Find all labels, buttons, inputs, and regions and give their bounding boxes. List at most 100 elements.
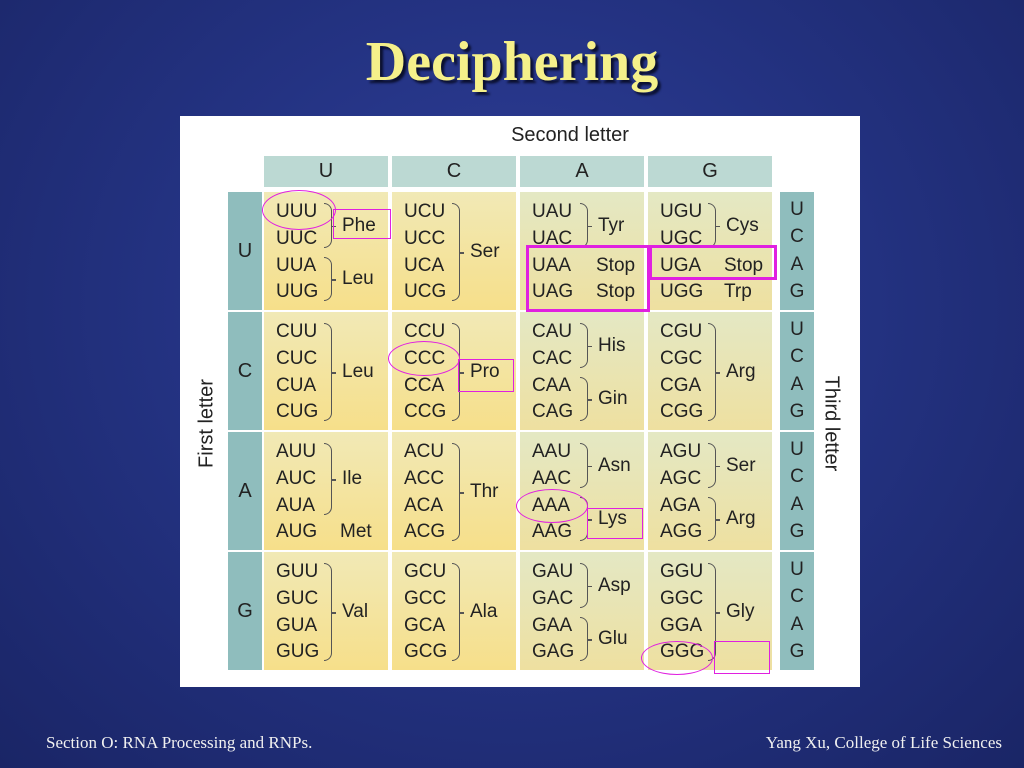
amino-acid-label: Ser [726,454,756,476]
codon-group-brace [708,497,720,541]
codon: AUC [276,468,317,489]
codon: UUA [276,255,317,276]
codon-group-brace [580,563,592,608]
codon-group-brace [452,443,464,541]
second-letter-header: G [648,156,772,187]
third-letter: A [790,613,804,635]
third-letter: U [790,438,804,460]
codon: UAG [532,281,574,302]
codon: UGC [660,228,703,249]
first-letter-label: First letter [195,379,218,468]
amino-acid-label: Val [342,601,369,622]
second-letter-header: U [264,156,388,187]
amino-acid-label: Thr [470,481,499,502]
amino-acid-label: Trp [724,281,752,302]
amino-acid-label: Lys [598,508,627,529]
codon: UUC [276,228,318,249]
third-letter: C [790,586,804,608]
codon: GGA [660,615,703,636]
amino-acid-label: Gly [726,601,755,622]
codon: GAA [532,615,573,636]
codon: GAC [532,588,574,609]
third-letter: C [790,226,804,248]
first-letter-header: G [228,552,262,670]
third-letter: A [790,493,804,515]
first-letter-header: A [228,432,262,550]
amino-acid-label: Leu [342,268,374,289]
codon-group-brace [708,323,720,421]
codon: UAA [532,255,572,276]
codon: GUC [276,588,319,609]
codon-group-brace [324,257,336,301]
codon: CAG [532,401,574,422]
codon-group-brace [708,443,720,488]
highlight-box [714,641,770,674]
amino-acid-label: Stop [596,255,636,276]
codon: AGA [660,495,701,516]
codon: CAA [532,375,572,396]
codon-group-brace [452,203,464,301]
codon: AUU [276,441,317,462]
codon-group-brace [324,563,336,661]
codon: AUG [276,521,318,542]
amino-acid-label: Arg [726,361,756,382]
codon-group-brace [580,617,592,661]
third-letter: U [790,558,804,580]
codon: CAU [532,321,573,342]
codon: AGC [660,468,702,489]
amino-acid-label: Arg [726,508,756,529]
second-letter-label: Second letter [511,124,629,146]
footer-author: Yang Xu, College of Life Sciences [765,733,1002,752]
codon: UCU [404,201,446,222]
codon-group-brace [580,203,592,248]
codon: ACA [404,495,444,516]
codon: CGC [660,348,703,369]
highlight-box [526,245,650,312]
codon: GAU [532,561,574,582]
codon: UAC [532,228,573,249]
third-letter: U [790,318,804,340]
amino-acid-label: Pro [470,361,500,382]
amino-acid-label: Ala [470,601,498,622]
codon: CCG [404,401,447,422]
first-letter-header: U [228,192,262,310]
codon: GCC [404,588,447,609]
codon: CUG [276,401,319,422]
highlight-box [333,209,391,239]
codon: UCG [404,281,447,302]
third-letter: G [789,521,805,543]
third-letter-label: Third letter [820,375,843,472]
codon: UGU [660,201,703,222]
highlight-oval [641,641,713,675]
codon: CCA [404,375,445,396]
codon: CGU [660,321,703,342]
codon: UCA [404,255,445,276]
codon: CAC [532,348,573,369]
amino-acid-label: Asp [598,574,631,596]
codon-group-brace [580,323,592,368]
third-letter: A [790,373,804,395]
highlight-oval [262,190,336,230]
amino-acid-label: Phe [342,214,376,236]
third-letter: C [790,346,804,368]
codon: ACU [404,441,445,462]
amino-acid-label: Glu [598,628,628,649]
amino-acid-label: Ser [470,241,500,262]
codon-group-brace [580,443,592,488]
codon-group-brace [580,377,592,421]
codon: CGA [660,375,702,396]
codon: CCU [404,321,446,342]
third-letter: G [789,401,805,423]
codon: ACC [404,468,445,489]
codon: GGU [660,561,704,582]
